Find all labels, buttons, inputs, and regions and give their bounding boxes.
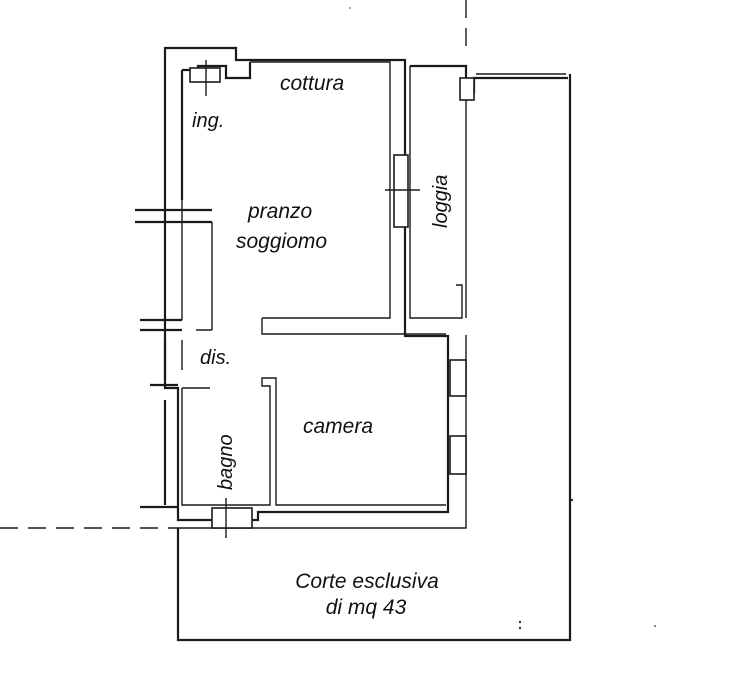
loggia-window <box>393 154 409 228</box>
windows <box>189 60 475 538</box>
ingresso-window <box>189 67 221 83</box>
label-bagno: bagno <box>215 434 237 490</box>
camera-window-bottom <box>449 435 467 475</box>
scan-specks <box>349 7 656 630</box>
courtyard-label-line1: Corte esclusiva <box>295 570 439 593</box>
label-loggia: loggia <box>430 175 452 228</box>
label-camera: camera <box>303 415 373 438</box>
bagno-window <box>211 507 253 529</box>
courtyard-label-line2: di mq 43 <box>326 596 407 619</box>
left-wall-stubs <box>135 208 212 509</box>
label-disimpegno: dis. <box>200 347 231 369</box>
courtyard-border <box>176 74 572 642</box>
label-soggiorno: soggiomo <box>236 230 327 253</box>
camera-window-top <box>449 359 467 397</box>
label-pranzo: pranzo <box>247 200 313 223</box>
label-ingresso: ing. <box>192 110 224 132</box>
loggia-corner-post <box>459 77 475 101</box>
label-cottura: cottura <box>280 72 344 95</box>
